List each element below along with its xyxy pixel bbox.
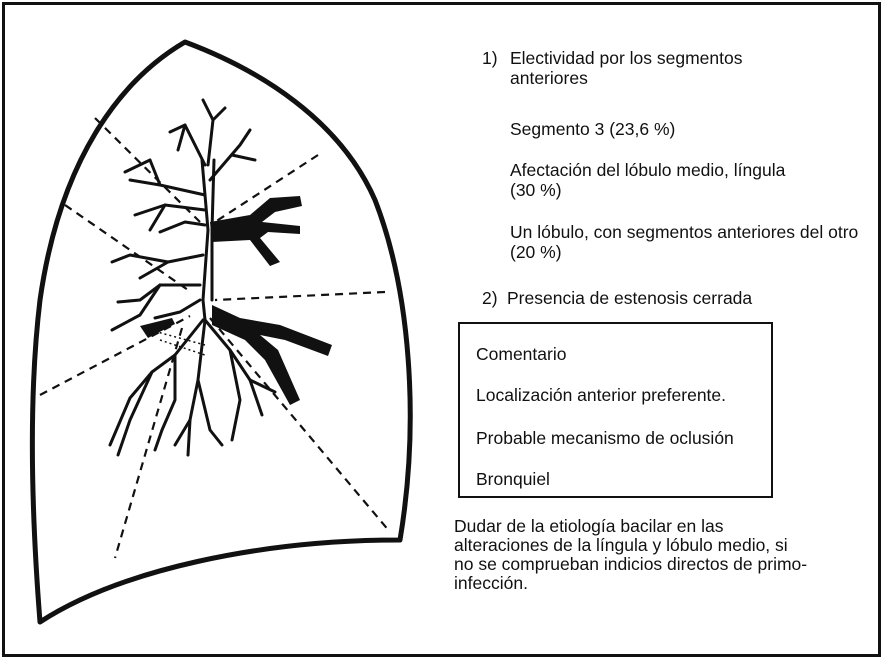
comment-title: Comentario (476, 344, 567, 364)
stenosed-bronchi (140, 196, 332, 405)
comment-line: Bronquiel (476, 469, 550, 489)
item-2-text: Presencia de estenosis cerrada (507, 288, 753, 308)
subitem-un-lobulo: Un lóbulo, con segmentos anteriores del … (510, 222, 859, 262)
subitem-lobulo-medio: Afectación del lóbulo medio, língula (30… (510, 160, 786, 200)
item-2-number: 2) (482, 288, 498, 308)
footnote: Dudar de la etiología bacilar en las alt… (454, 516, 808, 593)
comment-box: Comentario Localización anterior prefere… (458, 322, 773, 498)
item-1-text: Electividad por los segmentos anteriores (510, 48, 743, 88)
comment-line: Localización anterior preferente. (476, 385, 727, 405)
comment-line: Probable mecanismo de oclusión (476, 428, 734, 448)
item-1-number: 1) (482, 48, 498, 68)
subitem-segment-3: Segmento 3 (23,6 %) (510, 119, 676, 139)
lung-outline (29, 39, 413, 625)
bronchial-tree (108, 98, 277, 457)
segment-dashed-lines (39, 117, 391, 559)
